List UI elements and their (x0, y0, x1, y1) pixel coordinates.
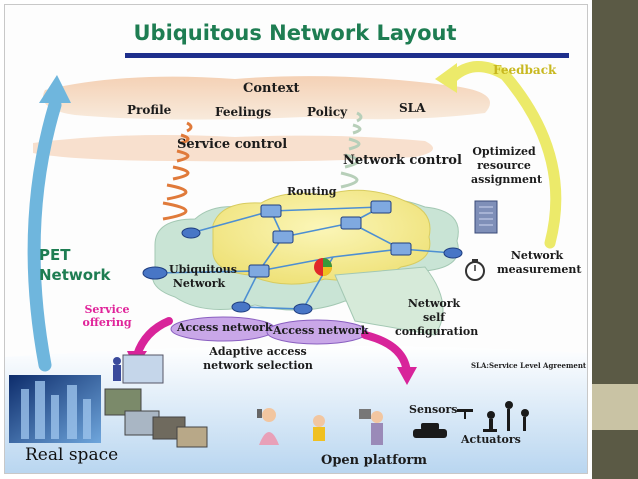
sensors-label: Sensors (409, 403, 458, 416)
network-measurement-label: Network measurement (497, 249, 582, 276)
router-node (142, 266, 168, 280)
context-band (43, 76, 490, 120)
access-network-2-label: Access network (273, 324, 369, 337)
switch-node (248, 264, 270, 278)
network-control-label: Network control (343, 153, 462, 168)
switch-node (390, 242, 412, 256)
photo-thumbnail (122, 354, 164, 384)
self-config-wedge (334, 266, 444, 336)
woman-with-phone-icon (257, 408, 279, 445)
actuators-label: Actuators (461, 433, 521, 446)
diagram-graphics (5, 61, 587, 473)
open-platform-label: Open platform (321, 453, 427, 468)
child-icon (313, 415, 325, 441)
feedback-label: Feedback (493, 63, 557, 77)
pie-chart-icon (314, 258, 332, 276)
slide: Ubiquitous Network Layout Feedback Conte… (4, 4, 588, 474)
optimized-resource-label: Optimized resource assignment (471, 145, 543, 186)
feedback-arrow (447, 61, 562, 249)
page-title: Ubiquitous Network Layout (133, 21, 457, 45)
feedback-arrowhead (435, 63, 457, 93)
service-control-label: Service control (177, 137, 288, 152)
switch-node (260, 204, 282, 218)
network-self-configuration-label: Network self configuration (395, 297, 479, 338)
side-panel-accent (592, 384, 638, 430)
stopwatch-icon (465, 259, 485, 281)
router-node (293, 303, 313, 315)
building-silhouettes (21, 381, 91, 439)
title-underline (125, 53, 569, 58)
service-control-band (33, 135, 433, 162)
router-node (231, 301, 251, 313)
elderly-person-icon (359, 409, 383, 445)
switch-node (370, 200, 392, 214)
switch-node (340, 216, 362, 230)
person-icon (113, 357, 121, 381)
adaptive-selection-label: Adaptive access network selection (203, 345, 313, 372)
server-rack-icon (474, 200, 498, 234)
sensor-icons (457, 401, 529, 432)
access-network-1-label: Access network (177, 321, 273, 334)
car-icon (413, 423, 447, 438)
feelings-label: Feelings (215, 105, 272, 119)
sla-label: SLA (399, 101, 426, 115)
context-label: Context (243, 81, 300, 96)
profile-label: Profile (127, 103, 172, 117)
ubiquitous-network-label: Ubiquitous Network (169, 263, 237, 290)
platform-arrowhead (397, 367, 417, 385)
sla-note: SLA:Service Level Agreement (471, 361, 587, 370)
network-control-waves (340, 111, 363, 189)
pet-network-label: PET Network (39, 246, 111, 284)
service-offering-label: Service offering (82, 303, 132, 329)
switch-node (272, 230, 294, 244)
router-node (181, 227, 201, 239)
photo-thumbnail (104, 388, 142, 416)
pet-network-arrowhead (39, 75, 71, 103)
routing-label: Routing (287, 185, 337, 198)
pet-network-arrow (27, 98, 62, 372)
policy-label: Policy (307, 105, 348, 119)
photo-thumbnail (176, 426, 208, 448)
service-control-waves (162, 121, 193, 221)
router-nodes (142, 200, 463, 315)
router-node (443, 247, 463, 259)
real-space-label: Real space (25, 445, 119, 465)
